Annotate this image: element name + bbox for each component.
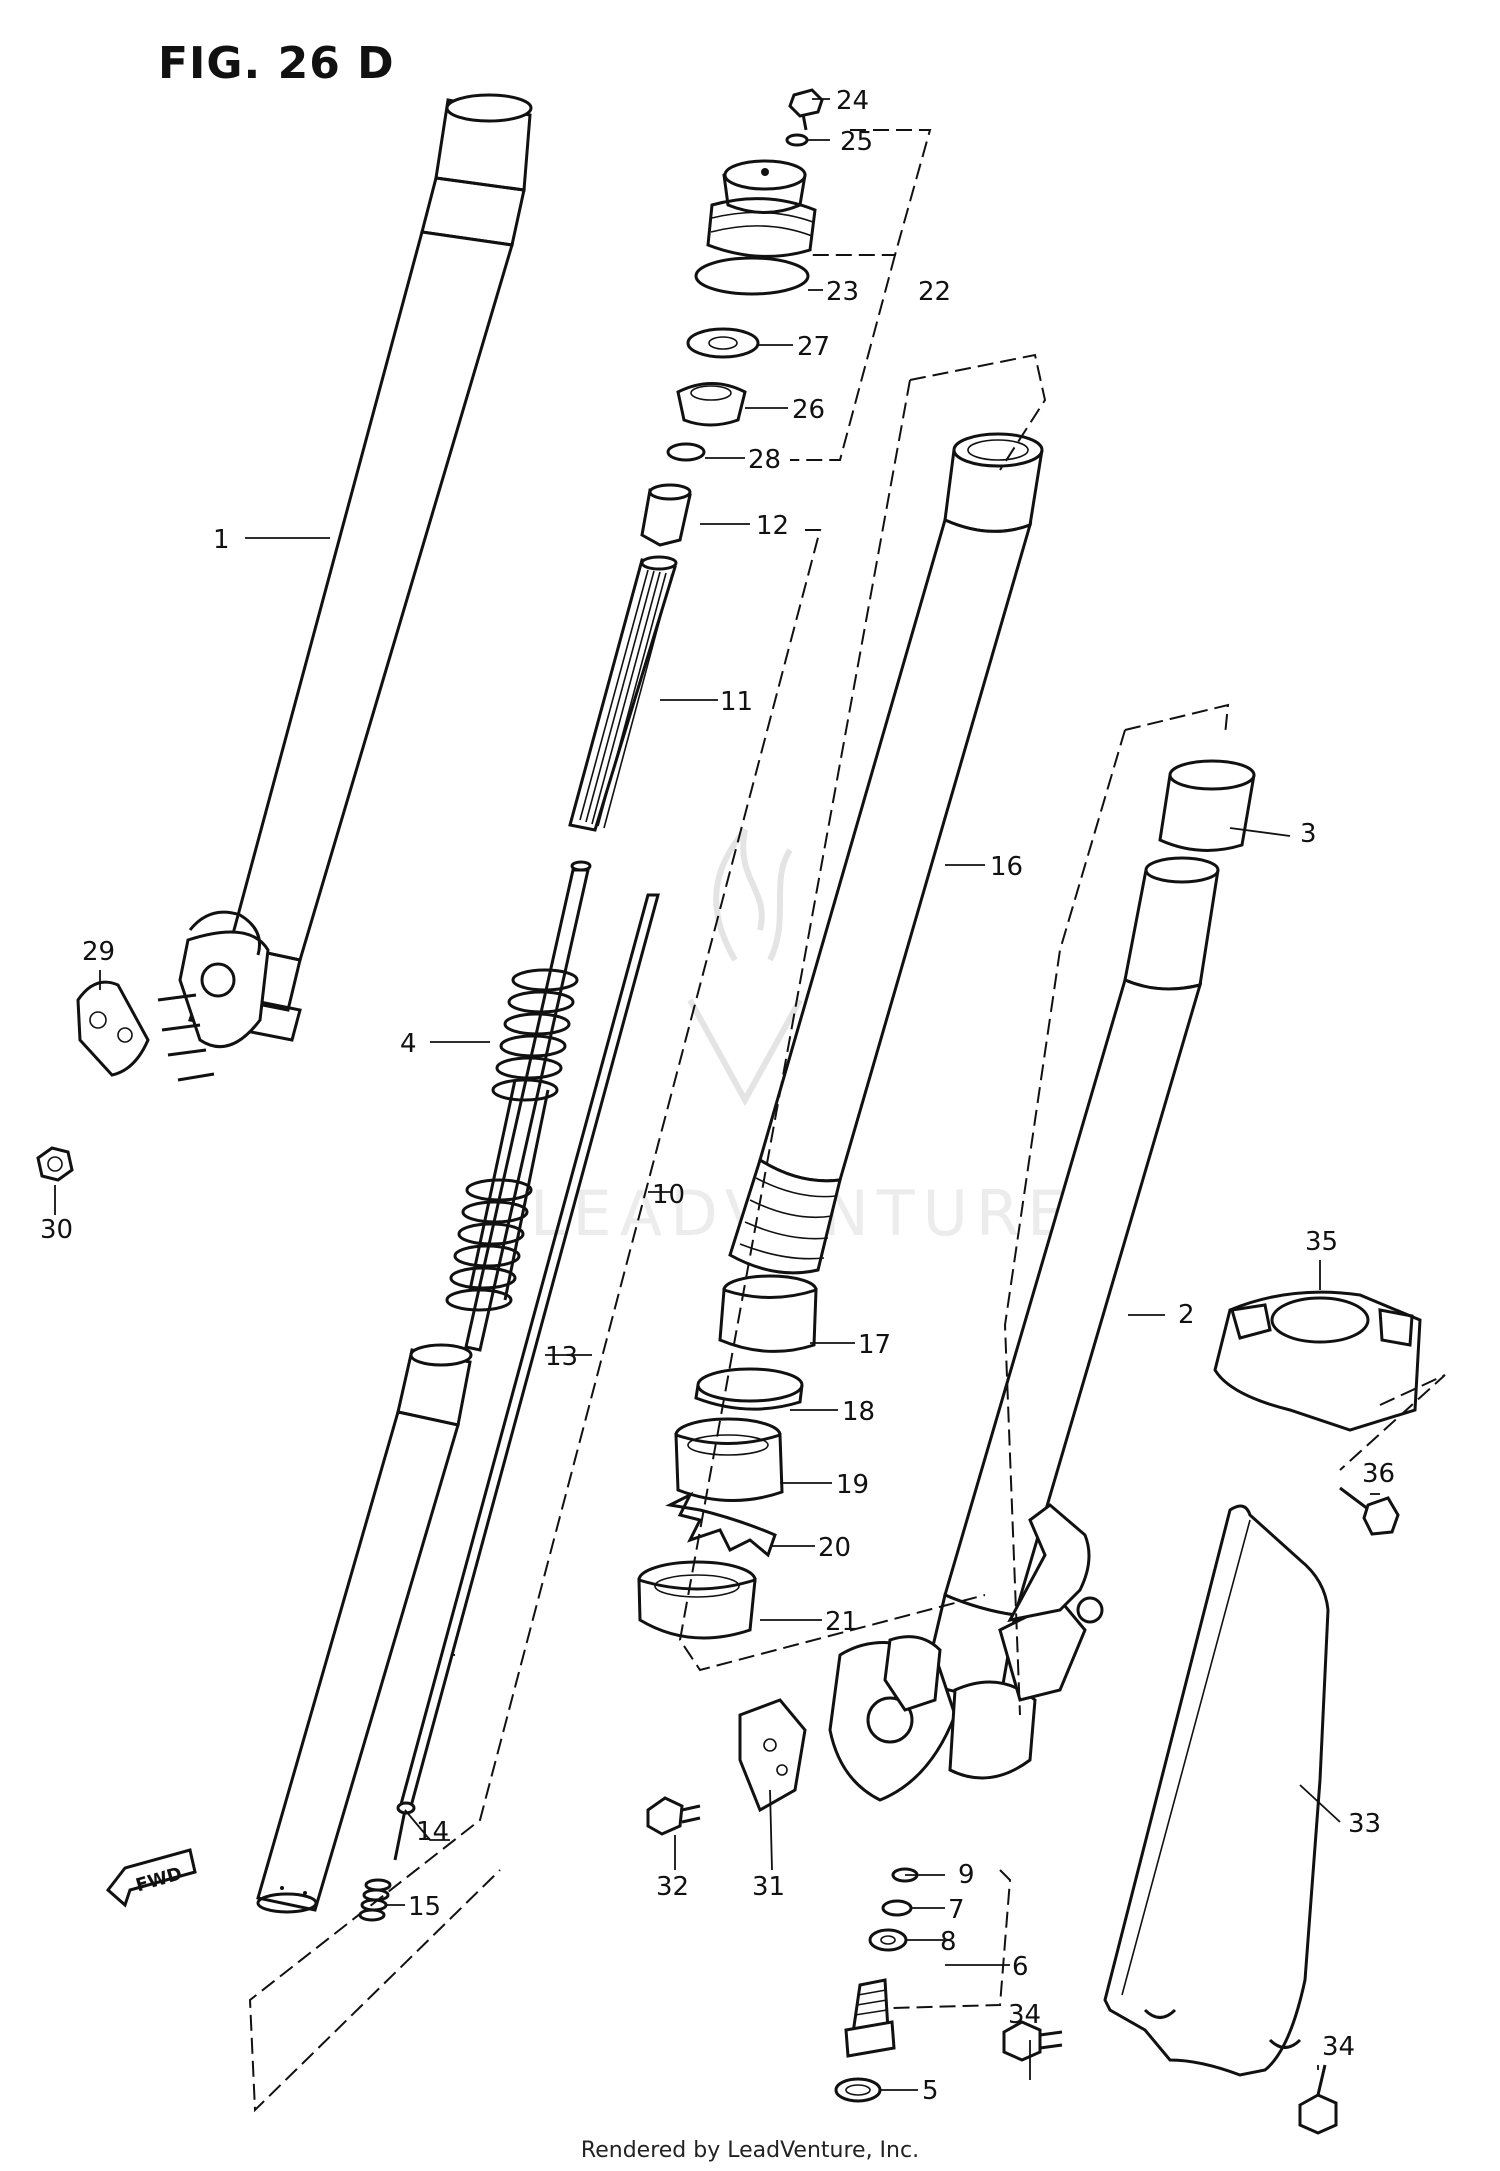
part-18-washer bbox=[694, 1367, 804, 1411]
callout-34-b: 34 bbox=[1322, 2032, 1355, 2062]
callout-35: 35 bbox=[1305, 1227, 1338, 1257]
part-36-bolt bbox=[1339, 1486, 1400, 1536]
part-4-damper-rod bbox=[445, 860, 592, 1352]
footer-credit: Rendered by LeadVenture, Inc. bbox=[580, 2138, 920, 2163]
callout-12: 12 bbox=[756, 511, 789, 541]
reference-lines bbox=[248, 129, 1446, 2113]
callout-24: 24 bbox=[836, 86, 869, 116]
part-6-adjuster bbox=[844, 1978, 896, 2058]
callout-9: 9 bbox=[958, 1860, 975, 1890]
part-2-axle-bracket bbox=[828, 1503, 1104, 1802]
figure-title: FIG. 26 D bbox=[158, 38, 395, 89]
callout-34-a: 34 bbox=[1008, 2000, 1041, 2030]
callout-30: 30 bbox=[40, 1215, 73, 1245]
callout-19: 19 bbox=[836, 1470, 869, 1500]
callout-11: 11 bbox=[720, 687, 753, 717]
part-31-axle-holder bbox=[738, 1698, 807, 1813]
callout-29: 29 bbox=[82, 937, 115, 967]
callout-3: 3 bbox=[1300, 819, 1317, 849]
callout-labels: 1 2 3 4 5 6 7 8 9 10 11 12 13 14 15 16 1… bbox=[40, 86, 1395, 2106]
fwd-arrow-icon: FWD bbox=[105, 1848, 197, 1908]
callout-28: 28 bbox=[748, 445, 781, 475]
callout-31: 31 bbox=[752, 1872, 785, 1902]
part-12-collar bbox=[640, 483, 692, 547]
part-5-gasket bbox=[834, 2077, 882, 2103]
callout-16: 16 bbox=[990, 852, 1023, 882]
callout-22: 22 bbox=[918, 277, 951, 307]
callout-15: 15 bbox=[408, 1892, 441, 1922]
part-15-spring bbox=[358, 1878, 392, 1922]
part-35-fork-clamp bbox=[1213, 1290, 1422, 1432]
part-32-bolt bbox=[646, 1796, 701, 1836]
callout-7: 7 bbox=[948, 1895, 965, 1925]
part-7-washer bbox=[881, 1899, 913, 1917]
part-16-outer-tube bbox=[728, 432, 1044, 1275]
callout-21: 21 bbox=[825, 1607, 858, 1637]
part-3-guide-bushing bbox=[1158, 759, 1256, 852]
part-27-washer bbox=[686, 327, 760, 359]
part-28-ring bbox=[666, 442, 706, 462]
callout-2: 2 bbox=[1178, 1300, 1195, 1330]
callout-27: 27 bbox=[797, 332, 830, 362]
part-8-washer bbox=[868, 1928, 908, 1952]
part-21-dust-seal bbox=[637, 1560, 757, 1640]
part-33-fork-guard bbox=[1103, 1504, 1330, 2077]
callout-5: 5 bbox=[922, 2076, 939, 2106]
part-14-pin bbox=[393, 1801, 416, 1861]
callout-13: 13 bbox=[545, 1342, 578, 1372]
part-1-inner-tube-left bbox=[188, 93, 533, 1042]
callout-33: 33 bbox=[1348, 1809, 1381, 1839]
part-17-bushing bbox=[718, 1274, 818, 1353]
part-34-bolt-a bbox=[1002, 2020, 1063, 2062]
callout-18: 18 bbox=[842, 1397, 875, 1427]
part-13-damper-cylinder bbox=[256, 1343, 473, 1914]
part-20-stopper-ring bbox=[665, 1491, 777, 1558]
part-26-spring-seat bbox=[676, 382, 747, 427]
callout-14: 14 bbox=[416, 1817, 449, 1847]
callout-17: 17 bbox=[858, 1330, 891, 1360]
callout-32: 32 bbox=[656, 1872, 689, 1902]
part-34-bolt-b bbox=[1298, 2064, 1338, 2135]
callout-8: 8 bbox=[940, 1927, 957, 1957]
part-24-bolt bbox=[788, 88, 824, 131]
callout-23: 23 bbox=[826, 277, 859, 307]
callout-26: 26 bbox=[792, 395, 825, 425]
part-23-o-ring bbox=[694, 256, 810, 296]
callout-25: 25 bbox=[840, 127, 873, 157]
callout-36: 36 bbox=[1362, 1459, 1395, 1489]
part-11-rebound-spring bbox=[568, 555, 678, 832]
leader-lines bbox=[54, 98, 1380, 2091]
part-25-washer bbox=[785, 133, 809, 147]
part-22-cap-bolt-assembly bbox=[706, 159, 817, 258]
callout-1: 1 bbox=[213, 525, 230, 555]
part-29-axle-holder-left bbox=[76, 910, 270, 1082]
callout-6: 6 bbox=[1012, 1952, 1029, 1982]
callout-20: 20 bbox=[818, 1533, 851, 1563]
part-19-oil-seal bbox=[674, 1417, 784, 1503]
part-30-nut bbox=[36, 1146, 74, 1182]
callout-10: 10 bbox=[652, 1180, 685, 1210]
callout-4: 4 bbox=[400, 1029, 417, 1059]
